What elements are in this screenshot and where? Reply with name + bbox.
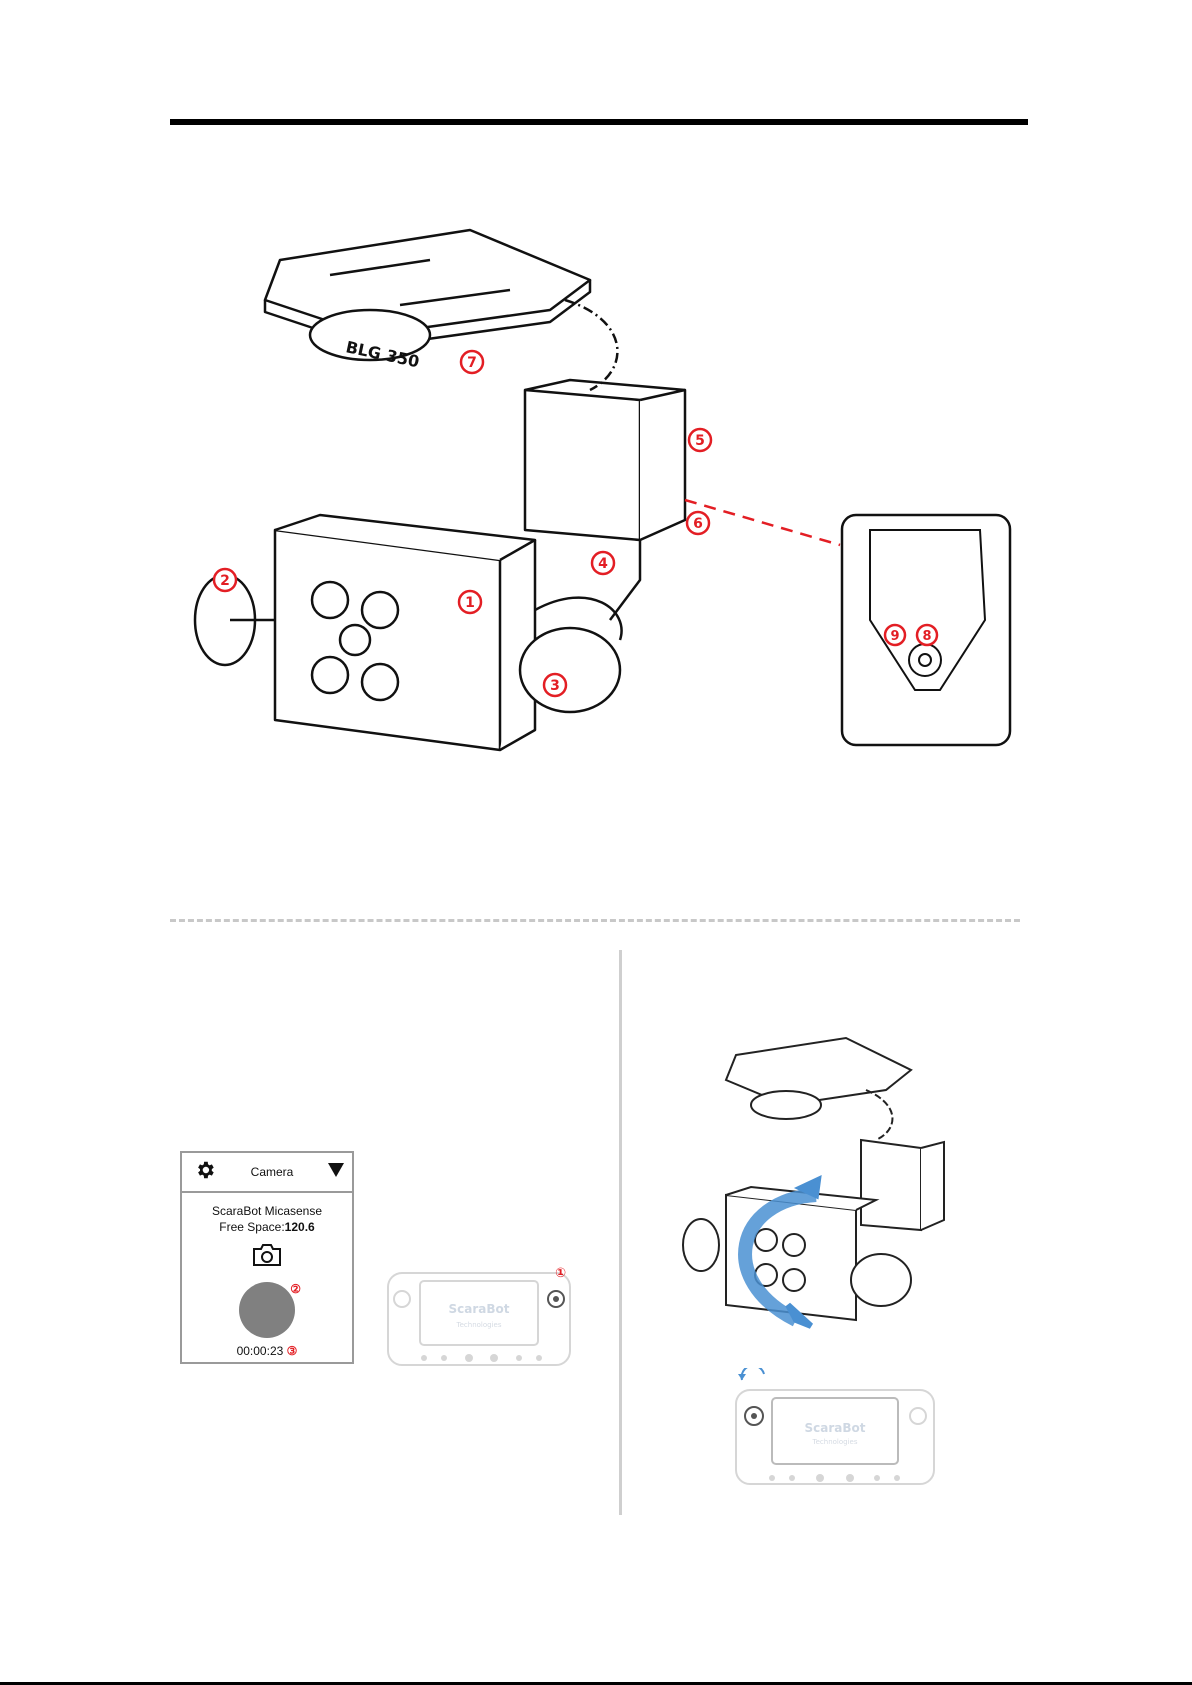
record-badge: ② [290,1282,301,1296]
callout-8: 8 [922,629,931,644]
controller-brand: ScaraBot [449,1302,510,1316]
controller-right: ScaraBot Technologies [732,1368,938,1488]
callout-4: 4 [598,556,608,572]
record-timer: 00:00:23 [237,1344,284,1358]
controller-left: ScaraBot Technologies ① [384,1265,574,1370]
callout-1: 1 [465,595,475,611]
controller-subtitle: Technologies [456,1321,502,1329]
free-space-value: 120.6 [285,1220,315,1234]
column-divider [619,950,622,1515]
gimbal-rotation-diagram [676,1030,976,1340]
controller-right-brand: ScaraBot [805,1421,866,1435]
app-title: Camera [251,1165,294,1179]
app-header: Camera [182,1153,352,1193]
controller-badge: ① [555,1266,566,1281]
pitch-motor [520,628,620,712]
top-rule [170,119,1028,125]
record-button[interactable] [239,1282,295,1338]
gimbal-diagram: 1 2 3 4 5 6 7 BLG 350 9 8 [170,220,1040,760]
callout-3: 3 [550,678,560,694]
callout-9: 9 [890,629,899,644]
free-space: Free Space:120.6 [182,1219,352,1235]
controller-right-subtitle: Technologies [812,1438,858,1446]
yaw-arm-box [525,390,640,540]
gear-icon[interactable] [194,1159,216,1186]
timer-badge: ③ [287,1344,298,1358]
device-name: ScaraBot Micasense [182,1203,352,1219]
callout-5: 5 [695,433,705,449]
camera-icon[interactable] [182,1243,352,1272]
section-divider [170,919,1020,922]
mounting-plate [265,230,590,335]
callout-2: 2 [220,573,230,589]
camera-body [275,530,500,750]
callout-7: 7 [467,355,477,371]
callout-6: 6 [693,516,703,532]
camera-app-screen: Camera ScaraBot Micasense Free Space:120… [180,1151,354,1364]
triangle-down-icon[interactable] [328,1163,344,1182]
